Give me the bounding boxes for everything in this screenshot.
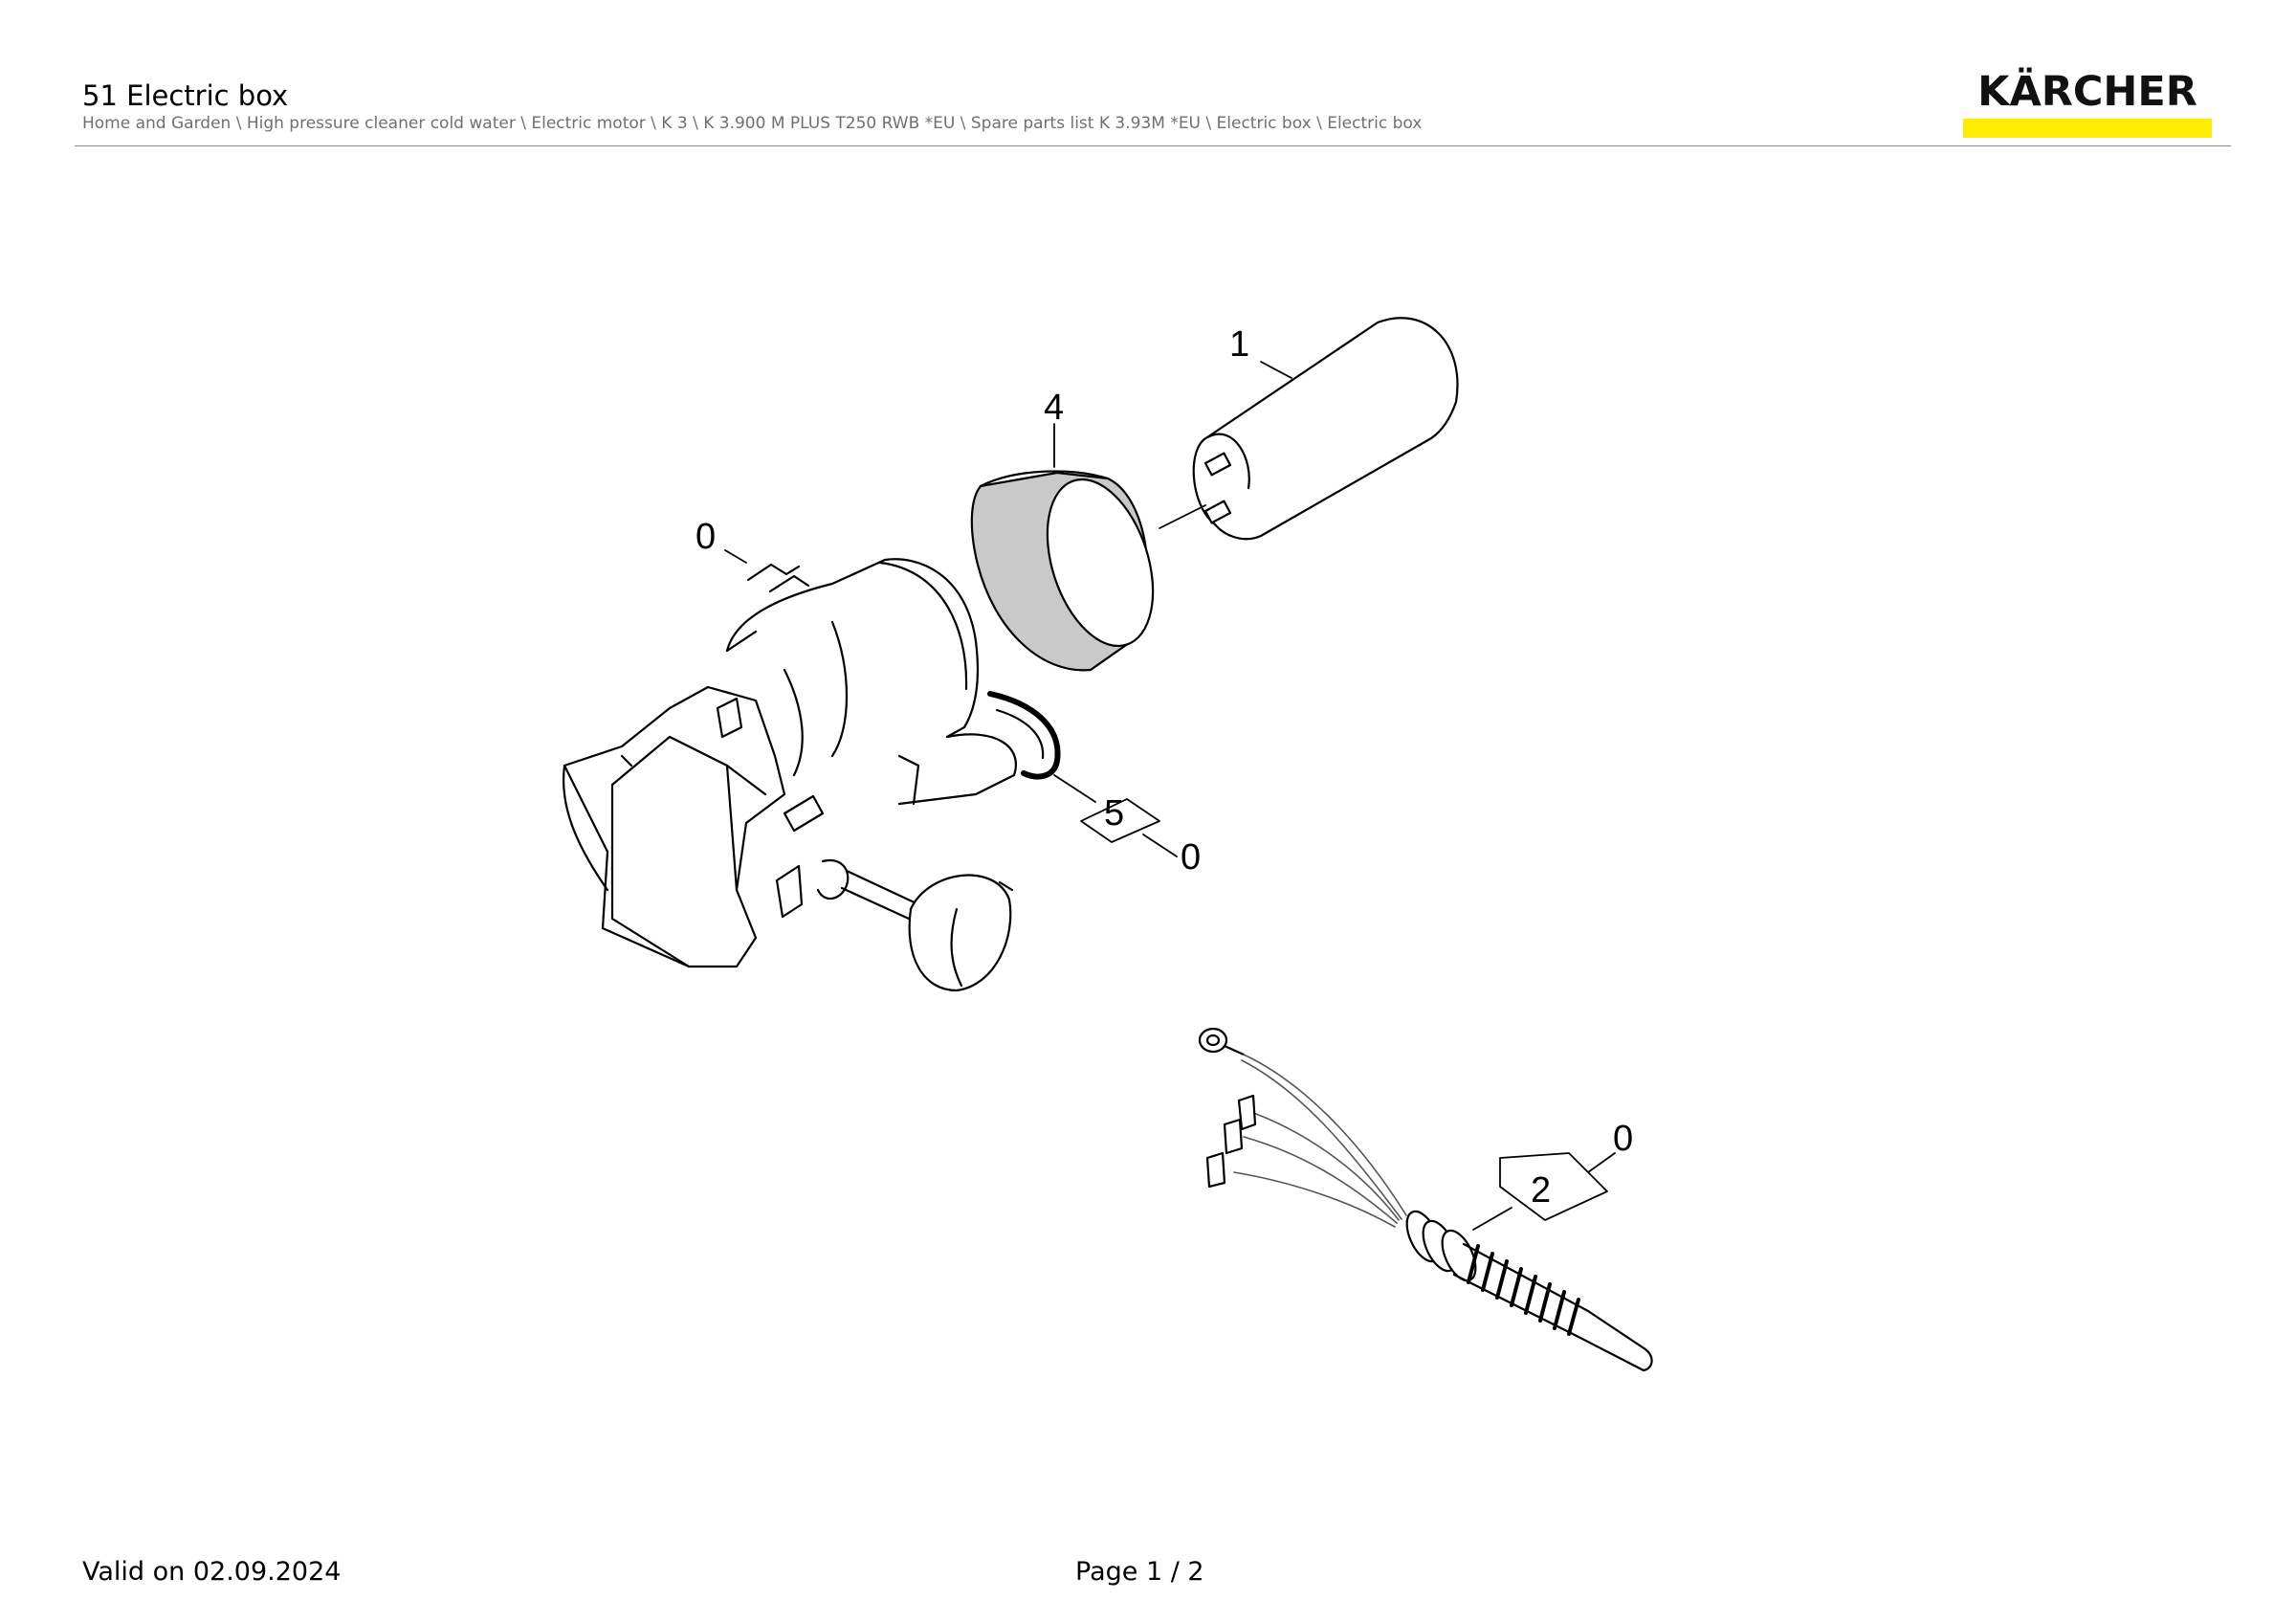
part-motor-assembly xyxy=(563,558,1017,992)
part-cable-assembly xyxy=(1198,1027,1653,1372)
callout-4: 4 xyxy=(1044,388,1064,428)
part-ring-sleeve xyxy=(970,470,1155,672)
header-divider xyxy=(75,145,2231,146)
page-title: 51 Electric box xyxy=(82,79,289,112)
part-capacitor xyxy=(1192,317,1459,541)
page-number: Page 1 / 2 xyxy=(1075,1557,1204,1587)
callout-0-top: 0 xyxy=(695,517,716,557)
callout-1: 1 xyxy=(1229,324,1249,365)
callout-leaders xyxy=(724,361,1616,1231)
logo-yellow-bar xyxy=(1963,119,2212,138)
callout-0-cable: 0 xyxy=(1613,1119,1633,1159)
valid-date: Valid on 02.09.2024 xyxy=(82,1557,342,1587)
callout-0-mid: 0 xyxy=(1181,837,1201,878)
karcher-logo: KÄRCHER xyxy=(1961,69,2214,138)
part-terminal-symbol xyxy=(746,563,810,593)
callout-5: 5 xyxy=(1104,793,1124,834)
logo-wordmark: KÄRCHER xyxy=(1977,68,2197,116)
part-o-ring xyxy=(987,691,1061,780)
callout-2: 2 xyxy=(1531,1170,1551,1211)
breadcrumb: Home and Garden \ High pressure cleaner … xyxy=(82,114,1423,133)
